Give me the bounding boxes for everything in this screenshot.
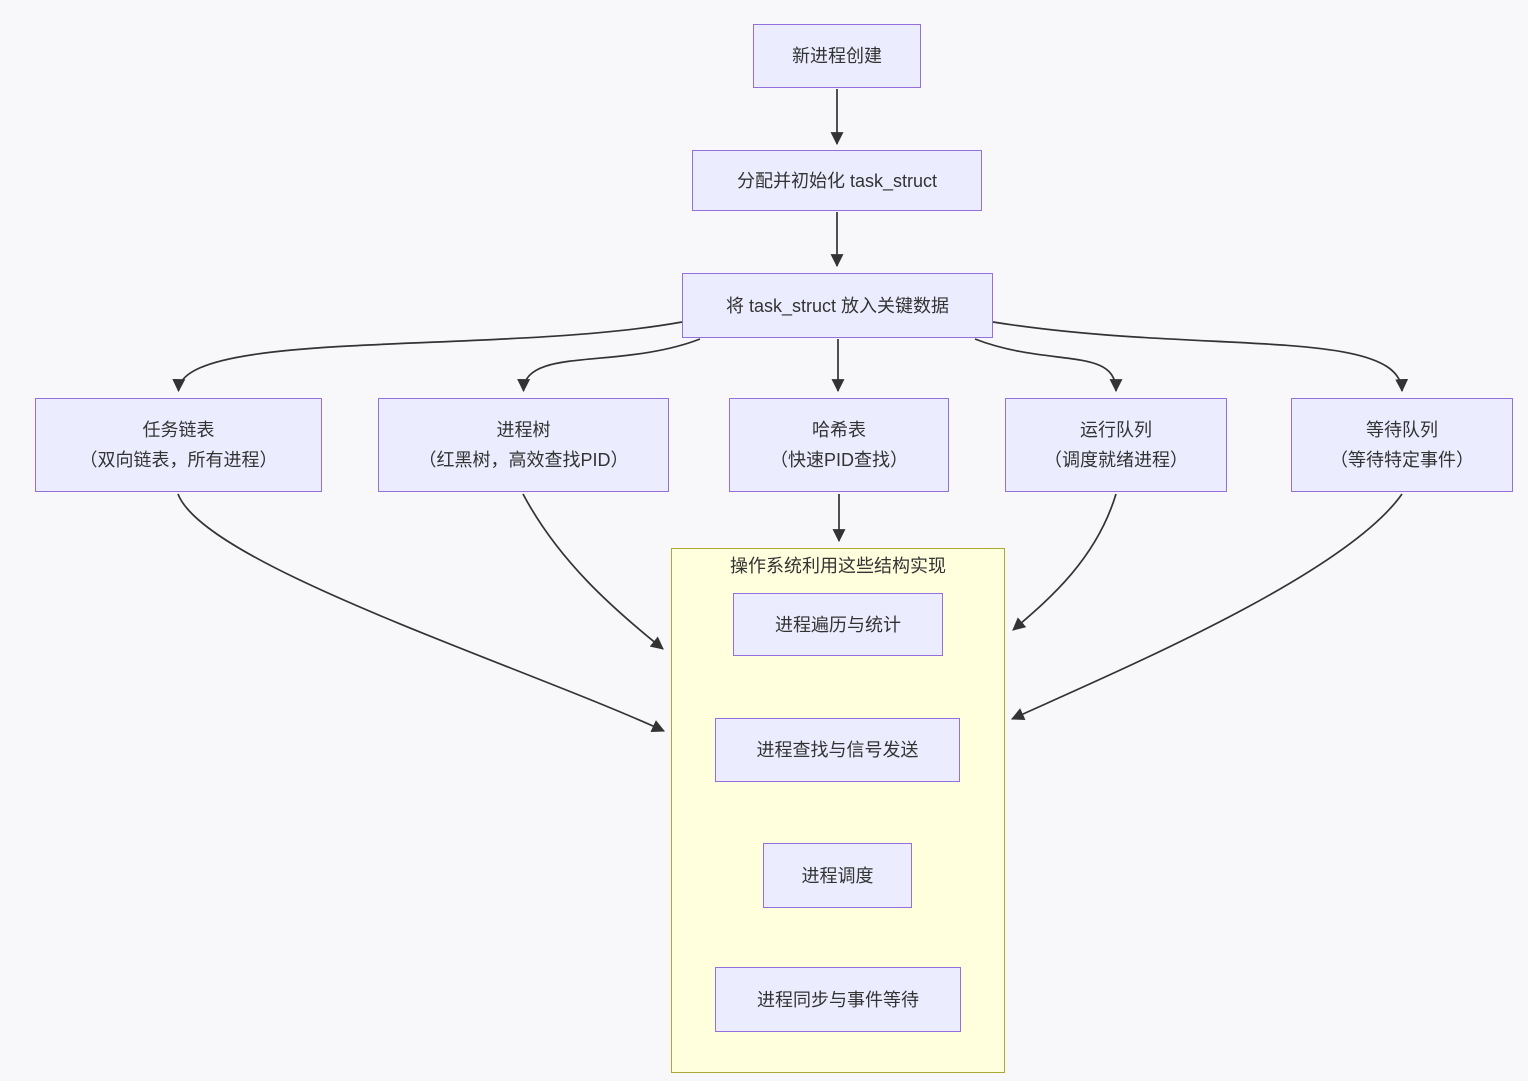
node-lookup: 进程查找与信号发送 [715, 718, 960, 782]
node-sync: 进程同步与事件等待 [715, 967, 961, 1032]
node-label: 新进程创建 [792, 46, 882, 66]
node-label: 任务链表 [142, 420, 215, 440]
node-proctree: 进程树 （红黑树，高效查找PID） [378, 398, 669, 492]
node-label: 运行队列 [1080, 420, 1152, 440]
node-label: 进程查找与信号发送 [756, 740, 919, 760]
edge-proctree-cluster [522, 493, 664, 650]
node-tasklist: 任务链表 （双向链表，所有进程） [35, 398, 322, 492]
node-label: 进程同步与事件等待 [757, 989, 919, 1010]
node-label: 进程调度 [801, 865, 874, 886]
node-sched: 进程调度 [763, 843, 912, 908]
node-sublabel: （双向链表，所有进程） [79, 450, 278, 470]
node-label: 分配并初始化 task_struct [736, 170, 938, 191]
node-waitqueue: 等待队列 （等待特定事件） [1291, 398, 1513, 492]
node-sublabel: （快速PID查找） [769, 450, 908, 470]
node-label: 哈希表 [812, 420, 866, 440]
edge-waitqueue-cluster [1011, 493, 1403, 720]
node-alloc: 分配并初始化 task_struct [692, 150, 982, 211]
edge-insert-runqueue [974, 338, 1123, 393]
node-sublabel: （等待特定事件） [1330, 450, 1474, 470]
node-label: 将 task_struct 放入关键数据 [725, 295, 950, 316]
node-label: 进程遍历与统计 [775, 614, 901, 635]
node-sublabel: （调度就绪进程） [1044, 450, 1188, 470]
edge-insert-tasklist [172, 321, 683, 393]
cluster-title: 操作系统利用这些结构实现 [730, 556, 946, 576]
edge-insert-proctree [517, 338, 701, 393]
node-runqueue: 运行队列 （调度就绪进程） [1005, 398, 1227, 492]
edge-runqueue-cluster [1012, 493, 1117, 631]
node-hashtable: 哈希表 （快速PID查找） [729, 398, 949, 492]
node-insert: 将 task_struct 放入关键数据 [682, 273, 993, 338]
node-label: 等待队列 [1366, 420, 1438, 440]
node-label: 进程树 [496, 420, 551, 440]
edge-insert-waitqueue [992, 321, 1409, 393]
node-create: 新进程创建 [753, 24, 921, 88]
edge-tasklist-cluster [177, 493, 665, 732]
node-traverse: 进程遍历与统计 [733, 593, 943, 656]
node-sublabel: （红黑树，高效查找PID） [418, 450, 629, 470]
